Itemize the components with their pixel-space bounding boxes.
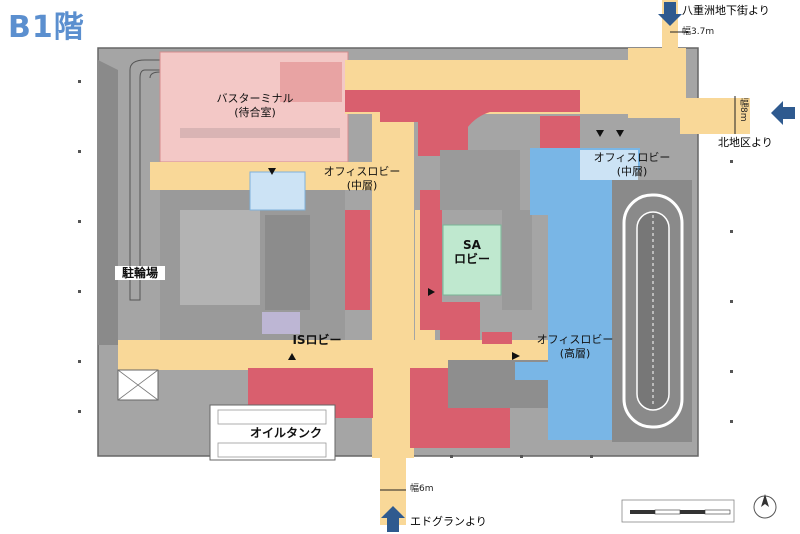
corridor-yaesu-entry [628, 48, 686, 118]
shops-north-inner [418, 118, 468, 156]
shops-small [482, 332, 512, 344]
is-lobby-label: ISロビー [292, 333, 342, 347]
ramp-wall [98, 60, 118, 345]
shops-south-inner [440, 302, 480, 340]
bus-terminal-label: バスターミナル (待合室) [216, 92, 294, 119]
corridor-kitaku-link [680, 98, 750, 134]
edogran-width-label: 幅6m [410, 484, 434, 494]
yaesu-entrance-label: 八重洲地下街より [682, 4, 770, 17]
office-lobby-mid-right-area [580, 150, 638, 180]
sa-lobby-label: SA ロビー [453, 238, 490, 266]
corridor-central-spine [372, 110, 414, 458]
ramp-curve [129, 59, 201, 301]
edogran-entrance-label: エドグランより [410, 515, 487, 528]
core-west-rooms [180, 210, 260, 305]
compass-icon [753, 494, 777, 519]
office-lobby-mid-left-area [249, 171, 306, 211]
shops-north-east [540, 116, 580, 148]
scale-bar [621, 499, 735, 523]
entrance-arrows [381, 2, 795, 532]
ramp-loop-outer [622, 193, 684, 429]
kitaku-width-label: 幅8m [738, 98, 748, 122]
oil-tank-label: オイルタンク [246, 426, 326, 440]
core-west-rooms-2 [265, 215, 310, 310]
floor-title: B1階 [8, 10, 85, 45]
office-lobby-high-label: オフィスロビー (高層) [536, 333, 614, 360]
parking-label: 駐輪場 [115, 266, 165, 280]
is-lobby-area [262, 312, 300, 334]
shops-inner-column [420, 190, 442, 330]
bus-terminal-waiting [280, 62, 342, 102]
sa-lobby-area [442, 224, 502, 296]
lobby-markers [268, 130, 624, 360]
kitaku-entrance-label: 北地区より [718, 136, 773, 149]
core-center [440, 150, 520, 210]
yaesu-width-label: 幅3.7m [682, 27, 715, 37]
core-center-2 [502, 210, 532, 310]
office-lobby-high-area [515, 148, 640, 440]
office-lobby-mid-left-label: オフィスロビー (中層) [323, 165, 401, 192]
office-lobby-mid-right-label: オフィスロビー (中層) [593, 151, 671, 178]
column-grid [78, 80, 733, 458]
bus-platform [180, 128, 340, 138]
